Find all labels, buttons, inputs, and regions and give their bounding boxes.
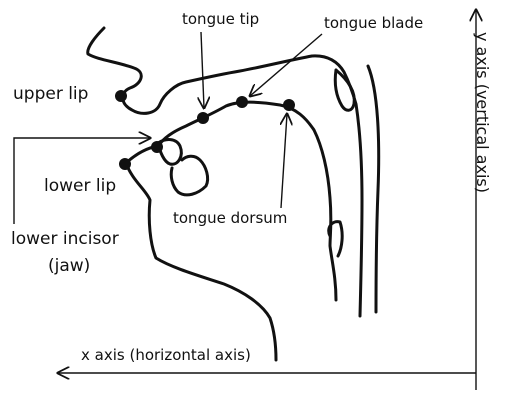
tongue-blade-marker (236, 96, 248, 108)
upper-lip-label: upper lip (13, 86, 88, 103)
tongue-blade-label: tongue blade (324, 16, 423, 31)
tongue-dorsum-label: tongue dorsum (173, 211, 287, 226)
y-axis-label: y axis (vertical axis) (474, 32, 490, 193)
lower-lip-marker (119, 158, 131, 170)
lower-lip-label: lower lip (44, 178, 116, 195)
pharynx-wall-outline (368, 66, 379, 312)
lower-incisor-label: lower incisor (11, 231, 119, 248)
tongue-dorsum-arrow (281, 114, 287, 208)
upper-lip-marker (115, 90, 127, 102)
lower-incisor-marker (151, 141, 163, 153)
x-axis-label: x axis (horizontal axis) (81, 348, 251, 363)
tongue-jaw-outline (126, 102, 342, 360)
jaw-label: (jaw) (48, 258, 90, 275)
tongue-tip-marker (197, 112, 209, 124)
tongue-blade-arrow (250, 34, 322, 96)
tongue-tip-label: tongue tip (182, 12, 259, 27)
tongue-tip-arrow (201, 32, 204, 108)
tongue-dorsum-marker (283, 99, 295, 111)
